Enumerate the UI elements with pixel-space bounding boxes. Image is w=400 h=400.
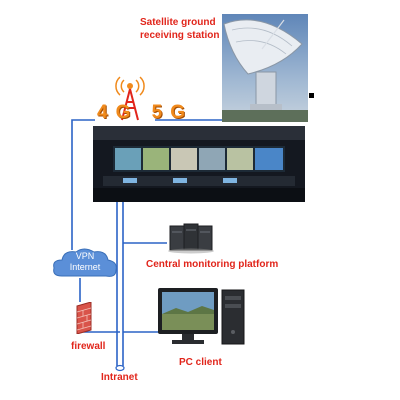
marker-square [309,93,314,98]
vpn-label-line2: Internet [69,262,101,272]
network-badge: 4G 5G [97,102,193,123]
control-room-photo [93,126,305,202]
server-icon [168,223,214,254]
pc-client-label: PC client [179,357,222,368]
firewall-icon [76,302,92,334]
intranet-label: Intranet [101,372,138,383]
cloud-icon [53,248,117,277]
intranet-bus-end [115,364,125,372]
firewall-label: firewall [71,341,106,352]
vpn-label-line1: VPN [75,251,95,261]
desktop-pc-icon [158,288,245,345]
link-tower-to-cloud [71,119,95,250]
satellite-dish-photo [222,14,308,122]
cell-tower-icon [115,76,145,121]
satellite-label-line2: receiving station [140,30,220,41]
central-monitoring-label: Central monitoring platform [146,259,279,270]
satellite-label-line1: Satellite ground [140,17,216,28]
